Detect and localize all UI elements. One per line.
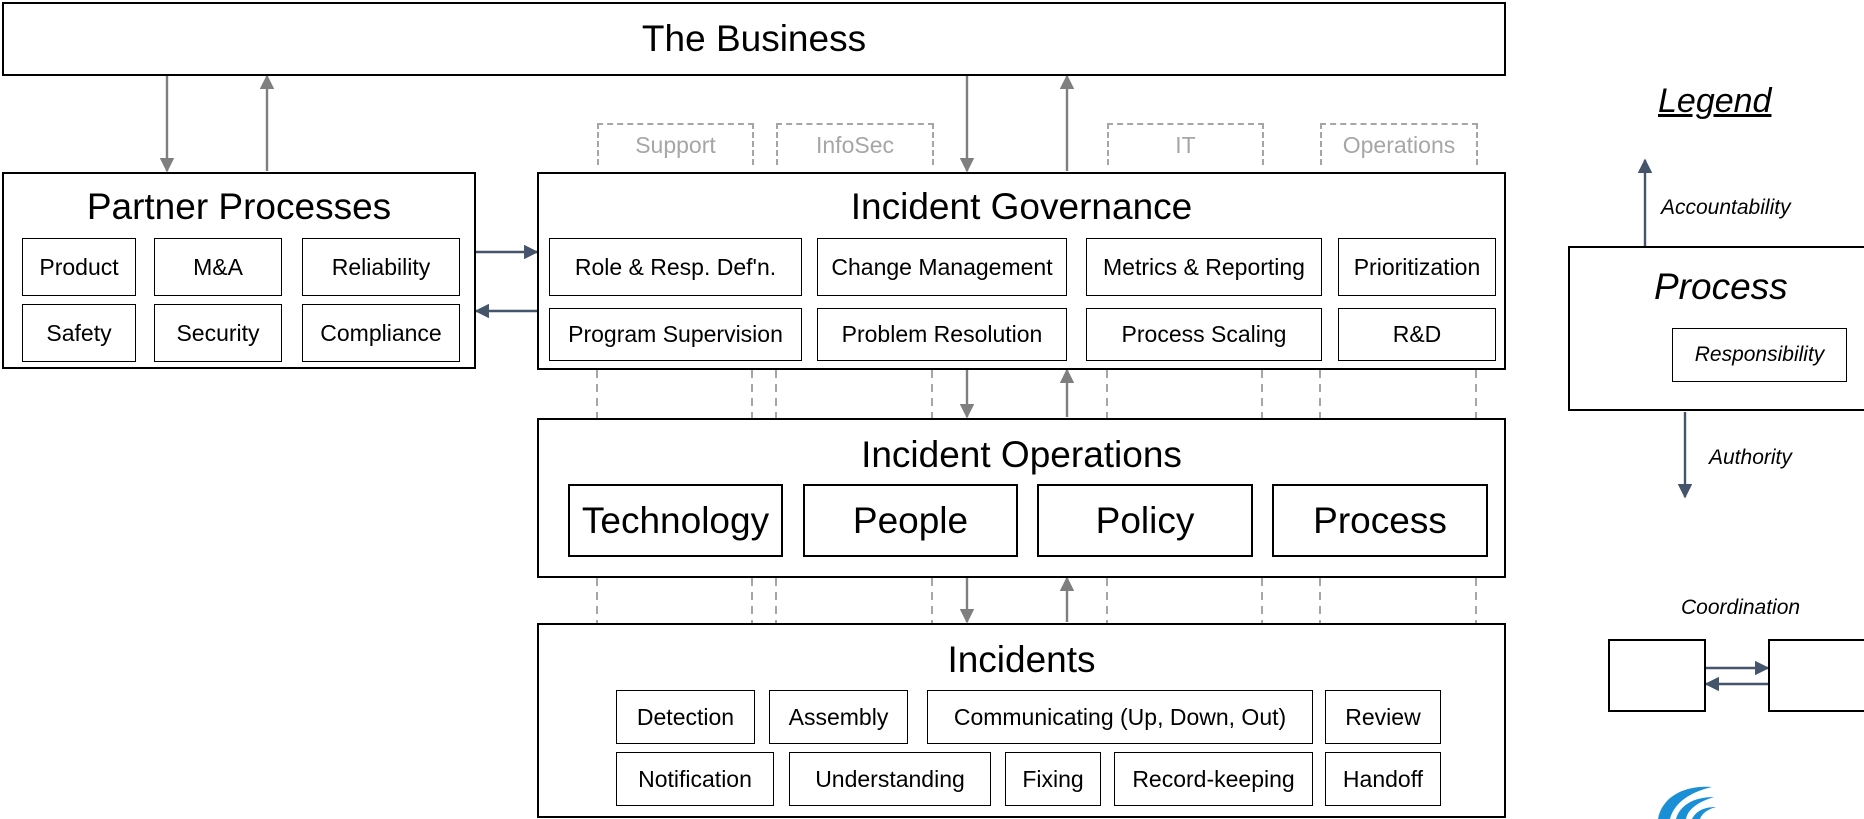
incident-step: Detection <box>616 690 755 744</box>
governance-item: Problem Resolution <box>817 308 1067 361</box>
business-governance-arrows <box>959 74 1075 173</box>
legend-accountability-label: Accountability <box>1661 196 1791 219</box>
incident-step: Understanding <box>789 752 991 806</box>
department-operations: Operations <box>1320 123 1478 165</box>
partner-item: Product <box>22 238 136 296</box>
partner-item: M&A <box>154 238 282 296</box>
incidents-title: Incidents <box>947 639 1096 680</box>
incident-operations-title: Incident Operations <box>861 434 1182 475</box>
legend-coordination-box-right <box>1768 639 1864 712</box>
governance-operations-arrows <box>959 368 1075 419</box>
department-support: Support <box>597 123 754 165</box>
governance-item: Role & Resp. Def'n. <box>549 238 802 296</box>
incident-step: Record-keeping <box>1114 752 1313 806</box>
department-it: IT <box>1107 123 1264 165</box>
incident-step: Handoff <box>1325 752 1441 806</box>
legend-coordination-box-left <box>1608 639 1706 712</box>
governance-item: R&D <box>1338 308 1496 361</box>
governance-item: Program Supervision <box>549 308 802 361</box>
incident-step: Review <box>1325 690 1441 744</box>
incident-governance-box: Incident Governance Role & Resp. Def'n. … <box>537 172 1506 370</box>
partner-processes-box: Partner Processes Product M&A Reliabilit… <box>2 172 476 369</box>
governance-item: Process Scaling <box>1086 308 1322 361</box>
business-box: The Business <box>2 2 1506 76</box>
operations-incidents-arrows <box>959 576 1075 624</box>
department-infosec: InfoSec <box>776 123 934 165</box>
legend-title: Legend <box>1658 82 1772 120</box>
partner-item: Compliance <box>302 304 460 362</box>
incident-governance-title: Incident Governance <box>850 186 1193 227</box>
governance-item: Prioritization <box>1338 238 1496 296</box>
business-title: The Business <box>641 18 867 59</box>
legend-responsibility-box: Responsibility <box>1672 328 1847 382</box>
partner-item: Reliability <box>302 238 460 296</box>
legend-coordination-label: Coordination <box>1681 596 1801 619</box>
partner-processes-title: Partner Processes <box>86 186 392 227</box>
department-lanes <box>596 370 1477 623</box>
operations-item-policy: Policy <box>1037 484 1253 557</box>
incidents-box: Incidents Detection Assembly Communicati… <box>537 623 1506 818</box>
business-partner-arrows <box>159 74 275 173</box>
partner-item: Safety <box>22 304 136 362</box>
operations-item-people: People <box>803 484 1018 557</box>
legend-arrows <box>1637 158 1770 692</box>
incident-step: Fixing <box>1005 752 1101 806</box>
coordination-arrows <box>474 244 539 319</box>
governance-item: Metrics & Reporting <box>1086 238 1322 296</box>
legend-process-box: Process Responsibility <box>1568 246 1864 411</box>
incident-step: Communicating (Up, Down, Out) <box>927 690 1313 744</box>
incident-operations-box: Incident Operations Technology People Po… <box>537 418 1506 578</box>
operations-item-process: Process <box>1272 484 1488 557</box>
legend-authority-label: Authority <box>1709 446 1792 469</box>
incident-step: Notification <box>616 752 774 806</box>
incident-step: Assembly <box>769 690 908 744</box>
legend-process-title: Process <box>1654 266 1788 307</box>
logo-icon <box>1658 786 1716 819</box>
partner-item: Security <box>154 304 282 362</box>
operations-item-technology: Technology <box>568 484 783 557</box>
governance-item: Change Management <box>817 238 1067 296</box>
